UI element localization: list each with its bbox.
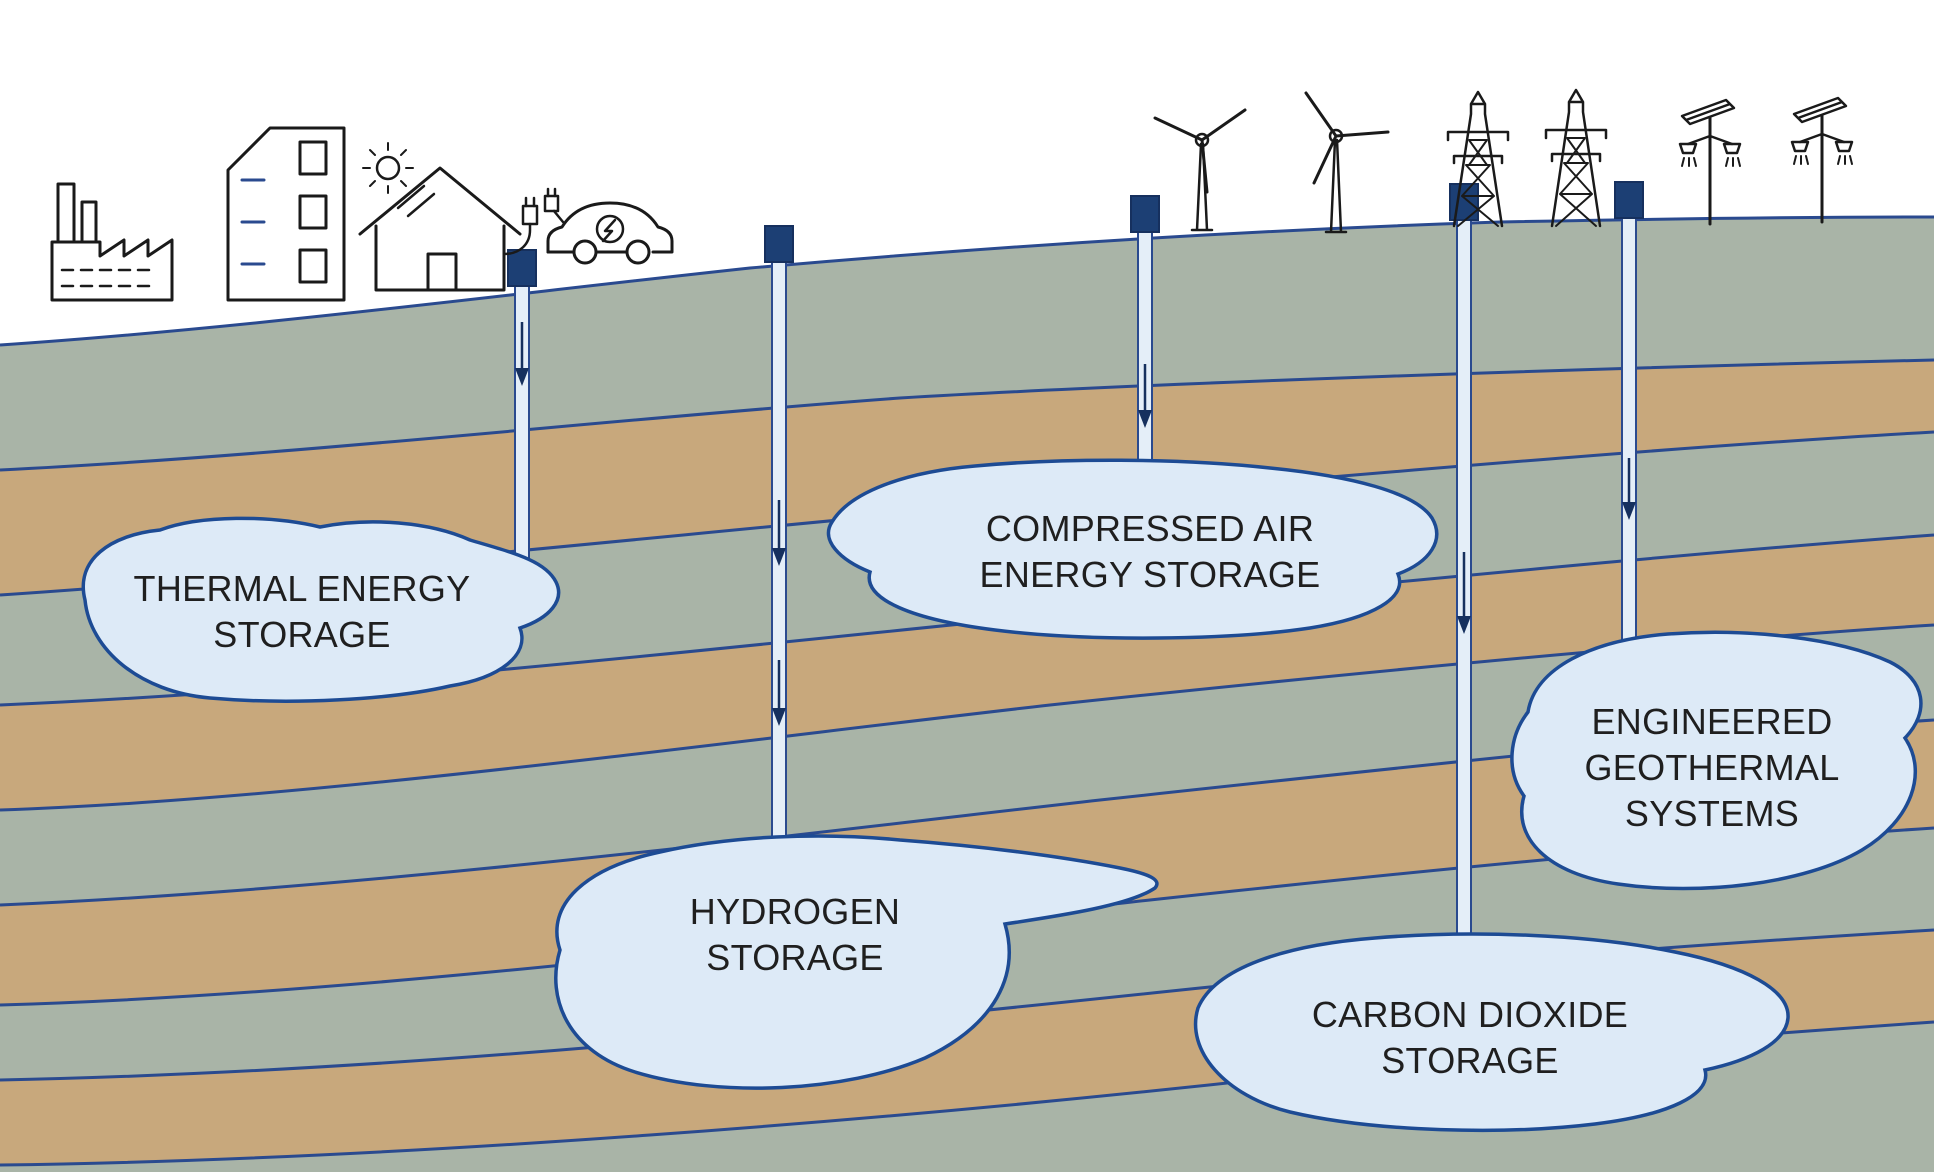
apartment-building-icon [226, 126, 346, 302]
geothermal-reservoir [1510, 630, 1923, 891]
hydrogen-wellhead [764, 225, 794, 263]
layer-boundary-1 [0, 358, 1934, 472]
solar-streetlight-icon [1790, 96, 1854, 224]
down-arrow-head [1622, 502, 1636, 520]
transmission-tower-icon [1544, 88, 1608, 228]
wellheads [507, 181, 1644, 287]
wind-turbine-icon [1304, 91, 1390, 234]
label-compressed-air-energy-storage: COMPRESSED AIR ENERGY STORAGE [979, 507, 1321, 595]
solar-streetlight-icon [1678, 98, 1742, 226]
geothermal-wellhead [1614, 181, 1644, 219]
injection-arrows [515, 322, 1636, 726]
label-carbon-dioxide-storage: CARBON DIOXIDE STORAGE [1311, 993, 1629, 1081]
down-arrow-head [1457, 616, 1471, 634]
compressed-air-reservoir [826, 458, 1439, 640]
ground-surface-line [0, 215, 1934, 347]
thermal-wellhead [507, 249, 537, 287]
down-arrow-head [515, 368, 529, 386]
transmission-tower-icon [1446, 90, 1510, 228]
thermal-storage-reservoir [81, 516, 561, 703]
carbon-dioxide-wellhead [1449, 183, 1479, 221]
wind-turbine-icon [1153, 108, 1247, 232]
compressed-air-well-bore [1137, 229, 1153, 487]
down-arrow-head [1138, 410, 1152, 428]
hydrogen-storage-reservoir [554, 834, 1159, 1090]
label-hydrogen-storage: HYDROGEN STORAGE [689, 890, 901, 978]
soil-band-2 [0, 535, 1934, 810]
factory-icon [50, 182, 174, 302]
label-engineered-geothermal-systems: ENGINEERED GEOTHERMAL SYSTEMS [1584, 700, 1840, 835]
carbon-dioxide-reservoir [1193, 932, 1790, 1133]
down-arrow-head [772, 548, 786, 566]
surface-icons [50, 88, 1854, 302]
house-solar-plug-icon [358, 142, 539, 292]
label-thermal-energy-storage: THERMAL ENERGY STORAGE [133, 567, 471, 655]
electric-car-icon [543, 187, 674, 265]
down-arrow-head [772, 708, 786, 726]
reservoirs [81, 458, 1923, 1133]
compressed-air-wellhead [1130, 195, 1160, 233]
geothermal-well-bore [1621, 215, 1637, 673]
